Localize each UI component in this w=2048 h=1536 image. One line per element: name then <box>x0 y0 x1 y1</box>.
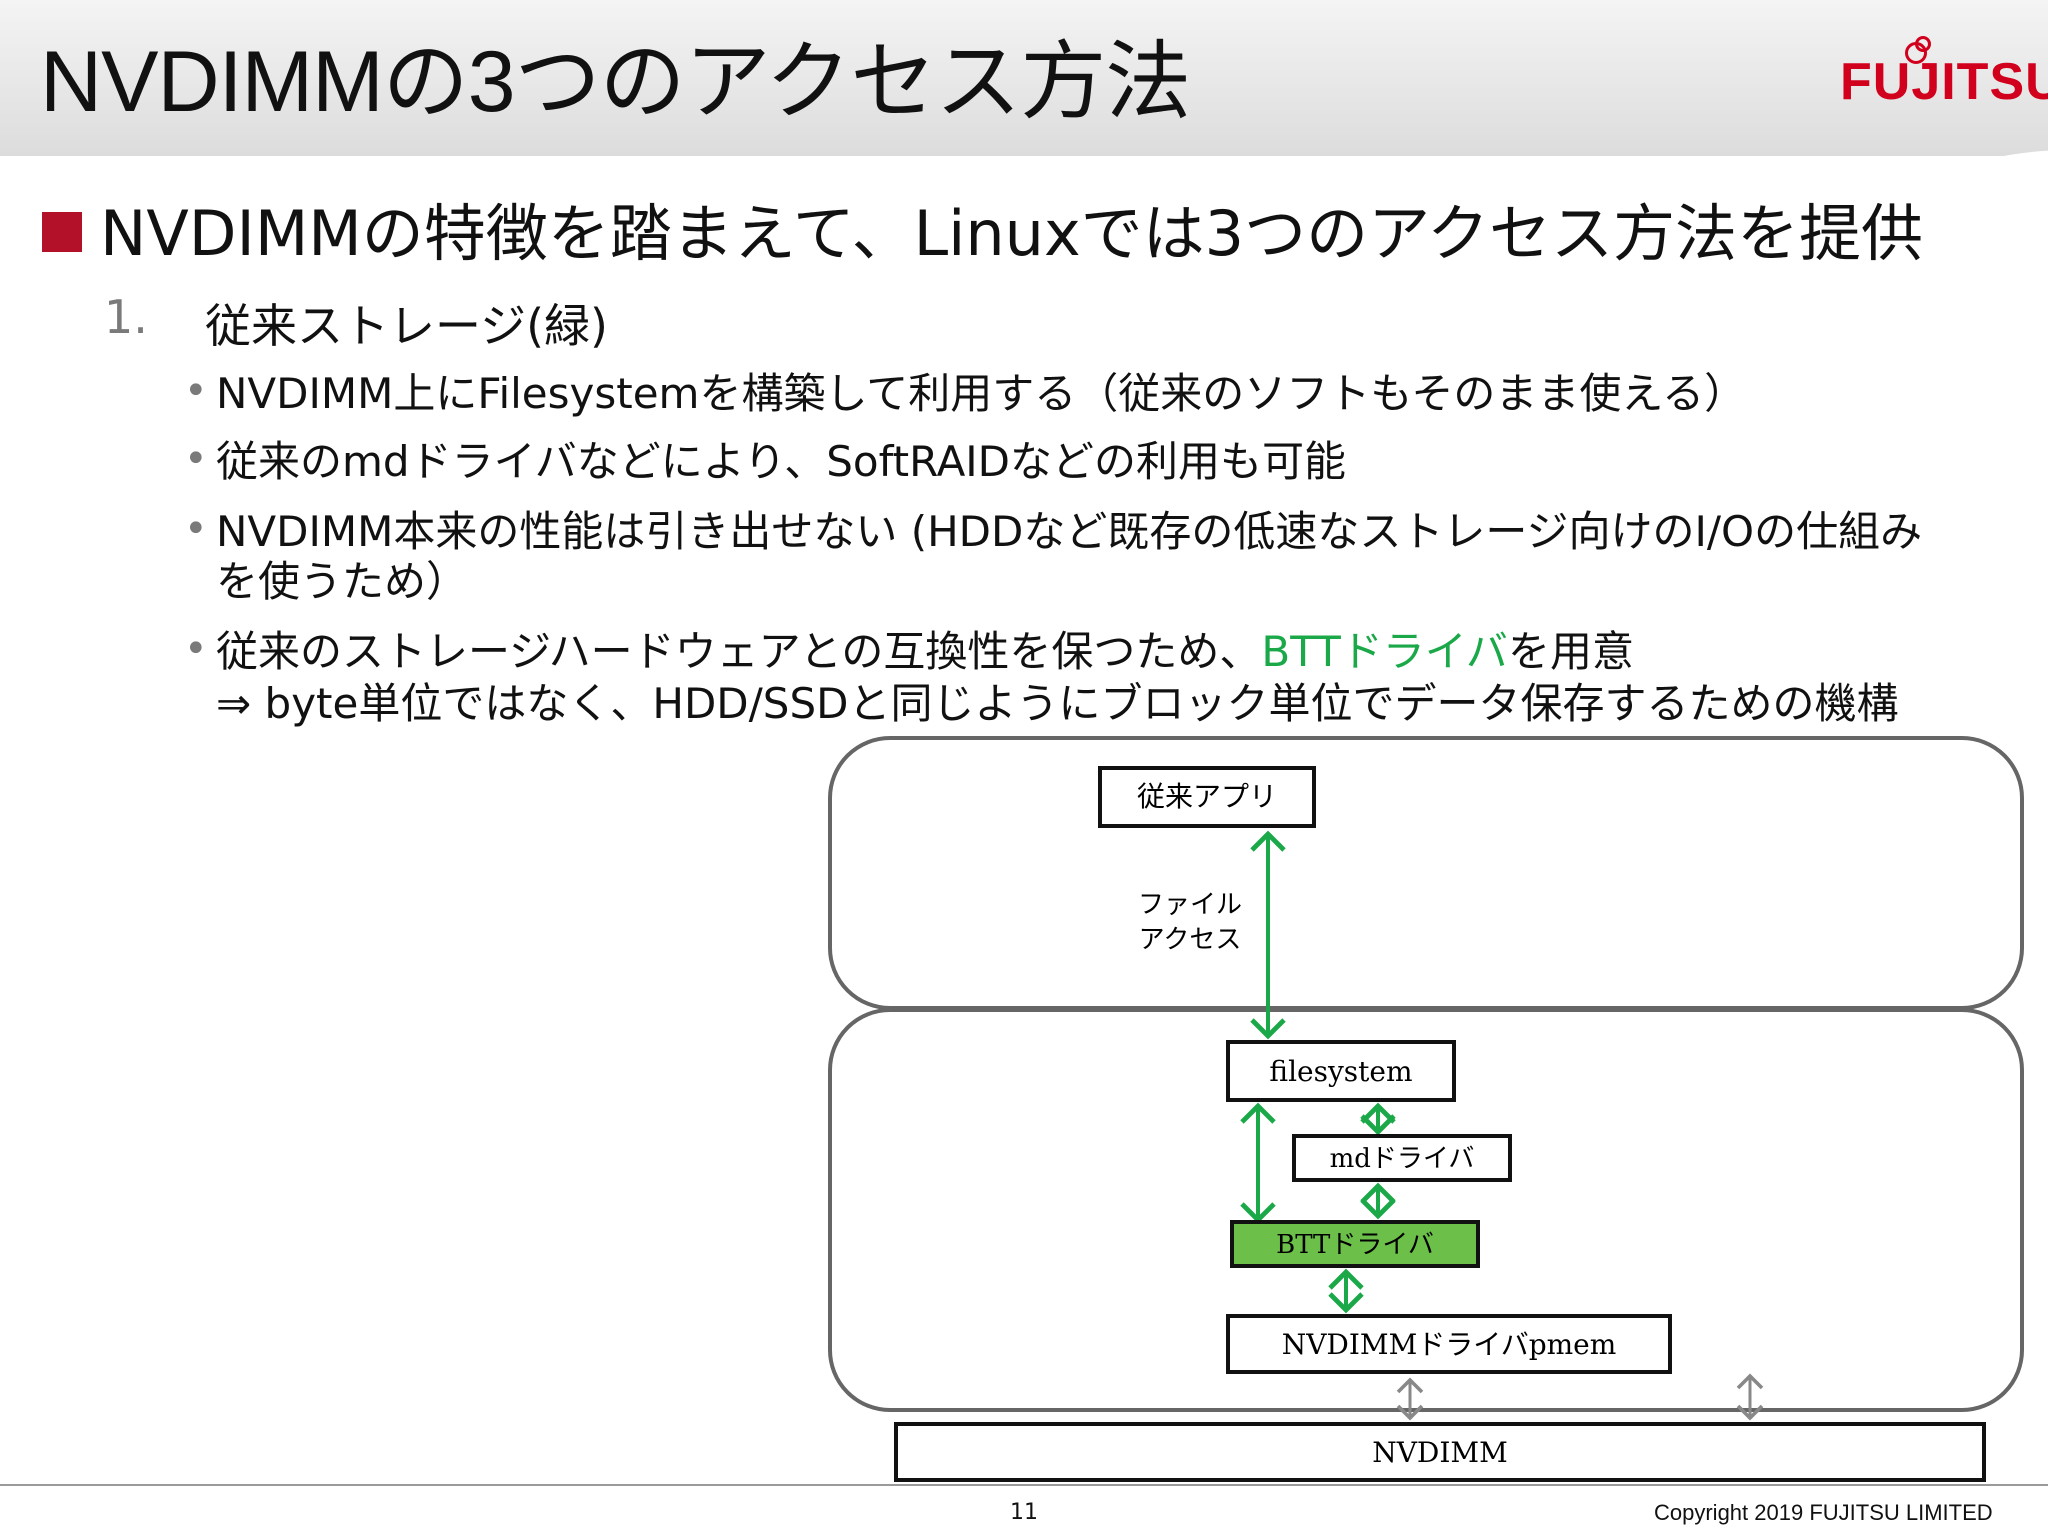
bullet-dot-icon: • <box>184 626 208 672</box>
file-access-label-1: ファイル <box>1138 890 1242 920</box>
pmem-driver-box-label: NVDIMMドライバpmem <box>1282 1328 1617 1361</box>
filesystem-box <box>1226 1040 1456 1102</box>
btt-driver-box-label: BTTドライバ <box>1276 1230 1434 1260</box>
copyright: Copyright 2019 FUJITSU LIMITED <box>1654 1500 1993 1525</box>
fujitsu-logo: FUJITSU <box>1840 53 2048 111</box>
nvdimm-box-label: NVDIMM <box>1372 1436 1508 1469</box>
section-number: 1. <box>104 290 148 344</box>
btt-driver-box <box>1230 1220 1480 1268</box>
item-3-line1: NVDIMM本来の性能は引き出せない (HDDなど既存の低速なストレージ向けのI… <box>216 507 1923 556</box>
kernel-layer <box>828 1008 2024 1412</box>
nvdimm-box <box>894 1422 1986 1482</box>
item-4-line1: 従来のストレージハードウェアとの互換性を保つため、BTTドライバを用意 <box>216 626 1634 678</box>
bullet-dot-icon: • <box>184 506 208 552</box>
item-3-line2: を使うため） <box>216 557 469 606</box>
logo-ring-small-icon <box>1915 36 1931 52</box>
app-box <box>1098 766 1316 828</box>
slide-title: NVDIMMの3つのアクセス方法 <box>40 34 1191 130</box>
file-access-label-2: アクセス <box>1139 925 1242 955</box>
item-2: 従来のmdドライバなどにより、SoftRAIDなどの利用も可能 <box>216 437 1347 486</box>
md-driver-box-label: mdドライバ <box>1330 1144 1475 1174</box>
filesystem-box-label: filesystem <box>1269 1055 1412 1088</box>
footer-divider <box>0 1484 2048 1486</box>
square-bullet-icon <box>42 212 82 252</box>
md-driver-box <box>1292 1134 1512 1182</box>
slide-header <box>0 0 2048 156</box>
item-4-prefix: 従来のストレージハードウェアとの互換性を保つため、 <box>216 627 1262 676</box>
bullet-dot-icon: • <box>184 368 208 414</box>
item-4-suffix: を用意 <box>1507 627 1634 676</box>
app-layer <box>828 736 2024 1010</box>
section-title: 従来ストレージ(緑) <box>205 299 608 353</box>
page-number: 11 <box>1010 1500 1038 1525</box>
main-bullet-text: NVDIMMの特徴を踏まえて、Linuxでは3つのアクセス方法を提供 <box>100 197 1924 270</box>
pmem-driver-box <box>1226 1314 1672 1374</box>
item-4-line2: ⇒ byte単位ではなく、HDD/SSDと同じようにブロック単位でデータ保存する… <box>216 679 1899 728</box>
bullet-dot-icon: • <box>184 436 208 482</box>
app-box-label: 従来アプリ <box>1137 780 1277 813</box>
item-1: NVDIMM上にFilesystemを構築して利用する（従来のソフトもそのまま使… <box>216 369 1747 418</box>
item-4-highlight: BTTドライバ <box>1261 627 1508 676</box>
